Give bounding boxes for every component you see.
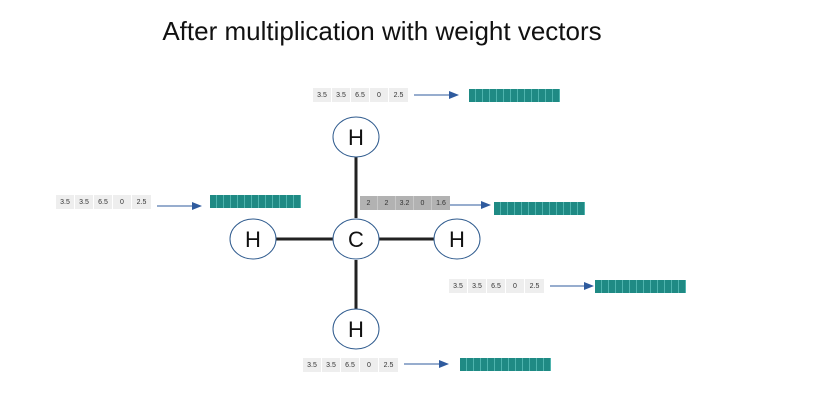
embedding-bar-left — [210, 195, 301, 208]
diagram-title: After multiplication with weight vectors — [162, 16, 602, 46]
vector-cell: 2 — [360, 196, 378, 210]
vector-cell: 2 — [378, 196, 396, 210]
vector-cell: 0 — [506, 279, 525, 293]
embedding-bar-edge — [494, 202, 585, 215]
embedding-bar-right — [595, 280, 686, 293]
atom-bottom-h: H — [332, 308, 380, 350]
vector-cell: 3.5 — [332, 88, 351, 102]
atom-center-c: C — [332, 218, 380, 260]
atom-right-label: H — [449, 227, 465, 252]
atom-right-h: H — [433, 218, 481, 260]
vector-cell: 3.5 — [468, 279, 487, 293]
atom-center-label: C — [348, 227, 364, 252]
vector-cell: 1.6 — [432, 196, 450, 210]
vector-cell: 3.5 — [449, 279, 468, 293]
embedding-bar-top — [469, 89, 560, 102]
vector-cell: 2.5 — [132, 195, 151, 209]
vector-cell: 3.5 — [322, 358, 341, 372]
vector-cell: 2.5 — [389, 88, 408, 102]
vector-cell: 2.5 — [525, 279, 544, 293]
vector-cell: 3.5 — [75, 195, 94, 209]
vector-cell: 6.5 — [341, 358, 360, 372]
atom-left-label: H — [245, 227, 261, 252]
vector-cell: 3.2 — [396, 196, 414, 210]
vector-cell: 0 — [360, 358, 379, 372]
atom-bottom-label: H — [348, 317, 364, 342]
vector-cell: 3.5 — [56, 195, 75, 209]
vector-cell: 3.5 — [303, 358, 322, 372]
atom-left-h: H — [229, 218, 277, 260]
vector-cell: 6.5 — [94, 195, 113, 209]
vector-cell: 2.5 — [379, 358, 398, 372]
atom-top-h: H — [332, 116, 380, 158]
vector-cell: 0 — [370, 88, 389, 102]
vector-cell: 0 — [113, 195, 132, 209]
vector-cell: 3.5 — [313, 88, 332, 102]
atom-top-label: H — [348, 125, 364, 150]
vector-cell: 6.5 — [351, 88, 370, 102]
vector-cell: 0 — [414, 196, 432, 210]
embedding-bar-bottom — [460, 358, 551, 371]
vector-cell: 6.5 — [487, 279, 506, 293]
